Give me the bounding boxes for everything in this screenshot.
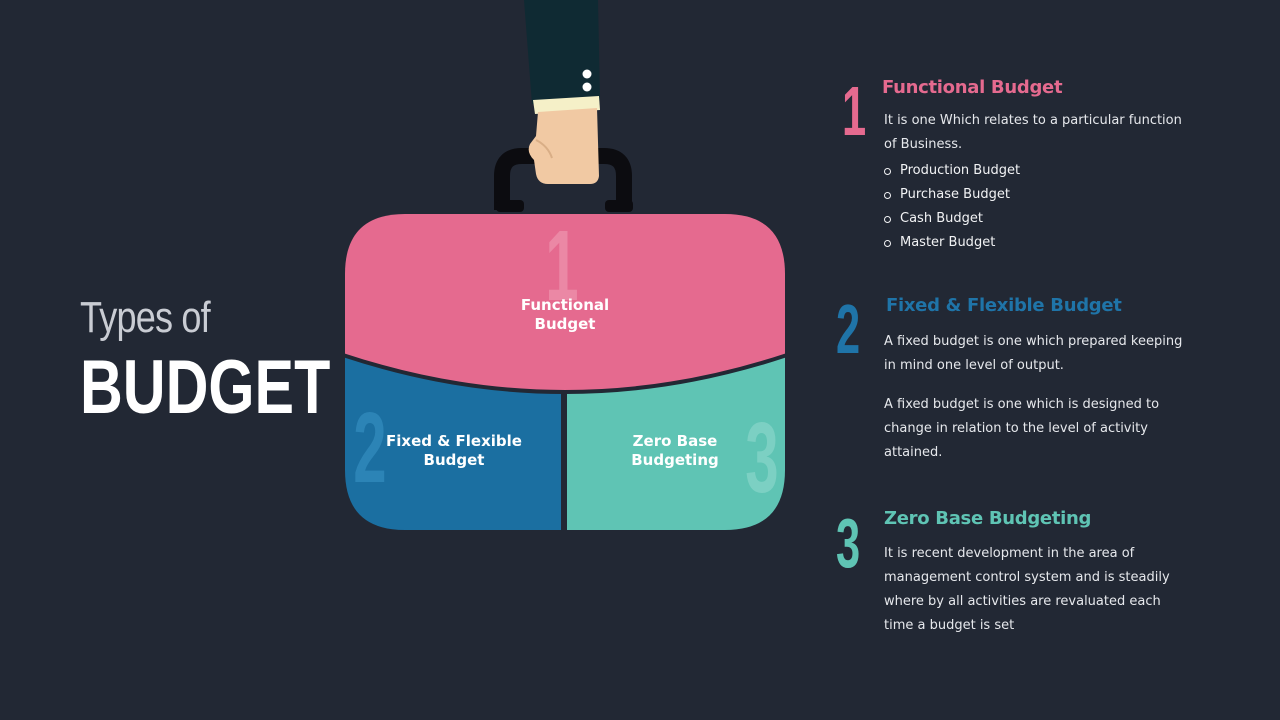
handle-base-left (496, 200, 524, 212)
bullet-item: Master Budget (884, 231, 1184, 255)
thumb-line (535, 139, 553, 159)
section-paragraph: A fixed budget is one which is designed … (884, 397, 1160, 460)
section-number: 2 (836, 290, 861, 368)
section-body: It is one Which relates to a particular … (884, 109, 1184, 255)
section-fixed-flexible-budget: 2 Fixed & Flexible Budget A fixed budget… (836, 294, 1256, 474)
bag-number-2: 2 (353, 392, 386, 504)
section-paragraph: A fixed budget is one which prepared kee… (884, 334, 1183, 373)
section-title: Zero Base Budgeting (884, 508, 1092, 529)
bag-number-3: 3 (745, 402, 778, 514)
bullet-item: Production Budget (884, 159, 1184, 183)
section-body: It is recent development in the area of … (884, 542, 1184, 638)
bag-top-panel (345, 214, 785, 392)
bullet-item: Purchase Budget (884, 183, 1184, 207)
bag-body: 1 2 3 (345, 210, 785, 530)
bullet-list: Production Budget Purchase Budget Cash B… (884, 159, 1184, 255)
bag-number-1: 1 (545, 210, 578, 322)
slide-title: Types of BUDGET (80, 290, 401, 428)
bag-label-functional: Functional Budget (520, 296, 610, 333)
section-functional-budget: 1 Functional Budget It is one Which rela… (836, 76, 1256, 266)
cuff-button-1 (582, 69, 592, 79)
title-big: BUDGET (80, 345, 331, 430)
bag-label-zero-base: Zero Base Budgeting (631, 432, 719, 469)
bag-divider (561, 380, 567, 530)
section-paragraph: It is recent development in the area of … (884, 546, 1170, 633)
bullet-item: Cash Budget (884, 207, 1184, 231)
sleeve (524, 0, 600, 104)
bag-label-fixed-flexible: Fixed & Flexible Budget (386, 432, 522, 469)
bag-seam (345, 352, 785, 394)
section-title: Fixed & Flexible Budget (886, 295, 1122, 316)
handle-base-right (605, 200, 633, 212)
cuff-button-2 (582, 82, 592, 92)
section-body: A fixed budget is one which prepared kee… (884, 330, 1184, 465)
section-number: 3 (836, 504, 861, 582)
section-paragraph: It is one Which relates to a particular … (884, 113, 1182, 152)
section-number: 1 (842, 72, 867, 150)
section-title: Functional Budget (882, 77, 1063, 98)
hand (528, 108, 599, 184)
section-zero-base-budgeting: 3 Zero Base Budgeting It is recent devel… (836, 508, 1256, 648)
title-small: Types of (80, 293, 211, 342)
